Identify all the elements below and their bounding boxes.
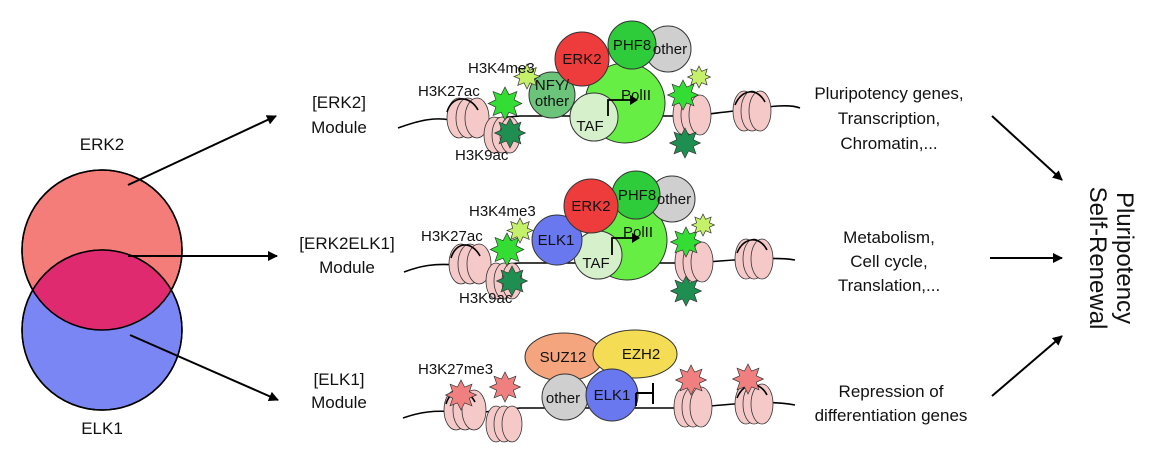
ezh2-protein-label: EZH2 <box>622 346 660 363</box>
elk1-protein-label: ELK1 <box>594 387 631 404</box>
elk1-protein <box>585 368 639 422</box>
erk2-protein <box>554 31 610 87</box>
venn-diagram: ERK2 ELK1 <box>21 135 183 438</box>
nfy-protein-label: NFY/ <box>535 77 570 94</box>
nucleosome <box>734 383 774 425</box>
polii-protein-label: PolII <box>621 87 651 104</box>
h3k27me3-mark <box>674 364 708 396</box>
h3k27me3-mark <box>731 363 765 395</box>
pluripotency-label: Pluripotency <box>1111 192 1138 324</box>
other-protein-label: other <box>657 191 691 208</box>
elk1-protein-label: ELK1 <box>538 232 575 249</box>
elk1-protein <box>531 214 583 266</box>
h3k27me3-mark <box>488 371 522 403</box>
ezh2-protein <box>592 329 678 379</box>
taf-protein-label: TAF <box>576 118 603 135</box>
repression-bar <box>636 383 654 404</box>
svg-text:Chromatin,...: Chromatin,... <box>840 134 937 153</box>
venn-erk2-label: ERK2 <box>80 135 124 154</box>
venn-elk1-label: ELK1 <box>81 419 123 438</box>
module-label-erk2: [ERK2] Module <box>311 93 367 137</box>
h3k9ac-mark <box>668 127 702 159</box>
outcome-elk1: Repression of differentiation genes <box>815 382 968 425</box>
svg-text:differentiation genes: differentiation genes <box>815 406 968 425</box>
nucleosome <box>674 241 714 283</box>
final-outcome-label: Self-Renewal Pluripotency <box>1084 187 1138 330</box>
h3k4me3-label: H3K4me3 <box>468 60 535 77</box>
nucleosome <box>485 405 523 443</box>
erk2-protein <box>563 178 619 234</box>
h3k4me3-mark <box>686 65 712 89</box>
module-label-erk2elk1: [ERK2ELK1] Module <box>299 234 394 277</box>
nucleosome <box>734 238 774 280</box>
h3k27ac-mark <box>669 226 703 258</box>
taf-protein <box>569 92 619 142</box>
nucleosome <box>448 243 492 285</box>
suz12-protein-label: SUZ12 <box>540 349 587 366</box>
h3k4me3-mark <box>506 217 534 244</box>
erk2elk1-module-schematic: ERK2 PHF8 other ELK1 PolII TAF H3K4me3 H… <box>403 170 796 307</box>
h3k27ac-label: H3K27ac <box>418 83 480 100</box>
h3k27ac-label: H3K27ac <box>421 228 483 245</box>
nucleosome <box>673 386 713 428</box>
svg-text:[ERK2]: [ERK2] <box>312 93 366 112</box>
erk2-module-schematic: ERK2 PHF8 other NFY/ other PolII TAF H3K… <box>397 20 801 164</box>
taf-protein-label: TAF <box>582 255 609 272</box>
h3k27ac-mark <box>487 86 523 121</box>
h3k4me3-mark <box>513 63 541 90</box>
nucleosome <box>732 90 772 132</box>
phf8-protein <box>607 20 657 70</box>
svg-text:[ELK1]: [ELK1] <box>313 370 364 389</box>
module-label-elk1: [ELK1] Module <box>311 370 367 412</box>
h3k9ac-mark <box>495 265 529 297</box>
h3k4me3-label: H3K4me3 <box>469 203 536 220</box>
svg-text:Module: Module <box>311 393 367 412</box>
h3k27me3-mark <box>444 379 478 411</box>
erk2-protein-label: ERK2 <box>571 198 610 215</box>
h3k27ac-mark <box>666 79 700 111</box>
tss-arrow <box>607 99 630 116</box>
svg-text:Pluripotency genes,: Pluripotency genes, <box>814 84 963 103</box>
other-protein-label: other <box>546 390 580 407</box>
nucleosome <box>446 97 490 139</box>
svg-text:Module: Module <box>319 258 375 277</box>
self-renewal-label: Self-Renewal <box>1084 187 1111 330</box>
phf8-protein-label: PHF8 <box>613 37 651 54</box>
svg-text:Translation,...: Translation,... <box>838 276 940 295</box>
h3k9ac-label: H3K9ac <box>455 147 509 164</box>
h3k9ac-mark <box>669 275 703 307</box>
tss-arrow <box>611 237 632 255</box>
erk2-protein-label: ERK2 <box>562 51 601 68</box>
svg-text:[ERK2ELK1]: [ERK2ELK1] <box>299 234 394 253</box>
nfy-protein-label-2: other <box>535 93 569 110</box>
arrow-erk2-to-module <box>127 115 277 186</box>
svg-text:Metabolism,: Metabolism, <box>843 228 935 247</box>
arrow-to-self-renewal <box>991 335 1063 397</box>
arrow-to-self-renewal <box>991 115 1063 181</box>
nucleosome <box>672 94 712 136</box>
svg-text:Cell cycle,: Cell cycle, <box>850 252 927 271</box>
svg-text:Transcription,: Transcription, <box>838 109 940 128</box>
outcome-erk2elk1: Metabolism, Cell cycle, Translation,... <box>838 228 940 295</box>
arrow-elk1-to-module <box>129 334 279 401</box>
overlap-region <box>22 250 182 330</box>
elk1-module-schematic: SUZ12 EZH2 other ELK1 H3K27me3 <box>402 329 796 443</box>
h3k27me3-label: H3K27me3 <box>418 361 493 378</box>
outcome-erk2: Pluripotency genes, Transcription, Chrom… <box>814 84 963 153</box>
svg-text:Module: Module <box>311 118 367 137</box>
h3k27ac-mark <box>489 232 525 267</box>
h3k4me3-mark <box>690 213 716 237</box>
h3k9ac-label: H3K9ac <box>459 290 513 307</box>
phf8-protein-label: PHF8 <box>618 187 656 204</box>
h3k9ac-mark <box>493 117 527 149</box>
nfy-protein <box>528 71 576 119</box>
svg-text:Repression of: Repression of <box>839 382 944 401</box>
other-protein-label: other <box>653 41 687 58</box>
polii-protein-label: PolII <box>623 224 653 241</box>
